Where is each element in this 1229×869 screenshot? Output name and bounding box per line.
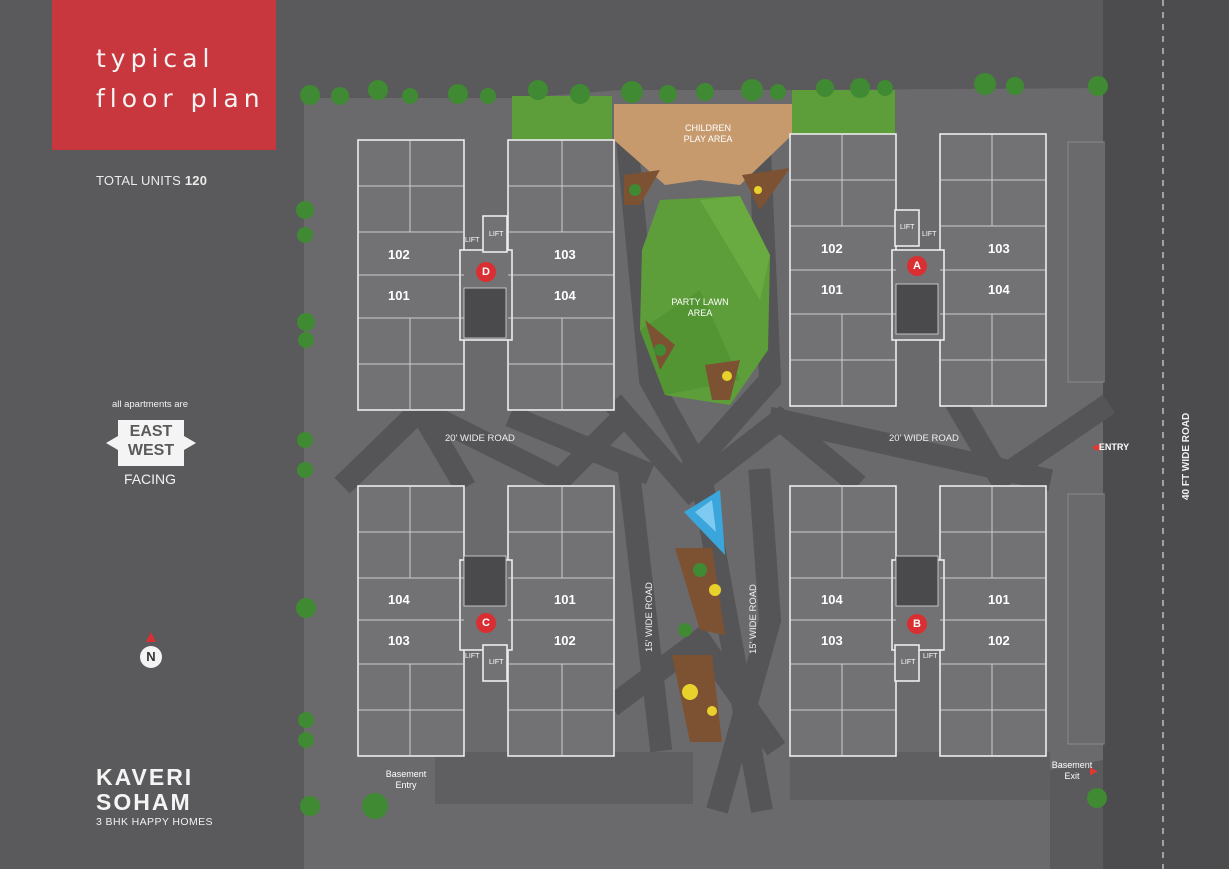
road-20ft-right-label: 20' WIDE ROAD xyxy=(889,433,959,444)
room-partitions xyxy=(358,134,1046,756)
unit-number: 102 xyxy=(554,633,576,648)
total-units: TOTAL UNITS 120 xyxy=(96,173,207,188)
lift-label: LIFT xyxy=(901,659,916,666)
unit-number: 104 xyxy=(554,288,576,303)
brand-tagline: 3 BHK HAPPY HOMES xyxy=(96,816,213,828)
east-west-badge: EAST WEST xyxy=(104,420,198,466)
top-lawn-left xyxy=(512,96,612,140)
total-units-value: 120 xyxy=(184,173,208,188)
title-line-2: floor plan xyxy=(96,84,265,113)
unit-number: 101 xyxy=(988,592,1010,607)
lift-label: LIFT xyxy=(900,224,915,231)
north-compass: N xyxy=(138,632,164,672)
garden-patches xyxy=(624,168,790,742)
road-15ft-left-label: 15' WIDE ROAD xyxy=(644,582,655,652)
road-20ft-left-label: 20' WIDE ROAD xyxy=(445,433,515,444)
title-line-1: typical xyxy=(96,44,215,73)
unit-number: 103 xyxy=(388,633,410,648)
north-label: N xyxy=(146,649,156,664)
staircases xyxy=(463,283,939,607)
tower-badge-b: B xyxy=(907,614,927,634)
unit-number: 103 xyxy=(821,633,843,648)
brand-name-line-2: SOHAM xyxy=(96,789,192,815)
lift-label: LIFT xyxy=(489,231,504,238)
total-units-label: TOTAL UNITS xyxy=(96,173,182,188)
road-15ft-right-label: 15' WIDE ROAD xyxy=(748,584,759,654)
entry-arrow-icon: ◀ xyxy=(1092,442,1099,452)
tower-badge-d: D xyxy=(476,262,496,282)
lift-label: LIFT xyxy=(922,231,937,238)
parking-bays xyxy=(1067,141,1105,745)
tower-badge-a: A xyxy=(907,256,927,276)
unit-number: 103 xyxy=(554,247,576,262)
unit-number: 101 xyxy=(388,288,410,303)
lift-label: LIFT xyxy=(489,659,504,666)
entry-marker: ◀ENTRY xyxy=(1092,442,1129,453)
facing-label: FACING xyxy=(123,471,177,487)
tower-c-block xyxy=(357,485,615,757)
main-road xyxy=(1103,0,1229,869)
entry-label: ENTRY xyxy=(1098,442,1130,452)
unit-number: 102 xyxy=(988,633,1010,648)
party-lawn-area-label: PARTY LAWN AREA xyxy=(671,297,729,318)
children-play-area-label: CHILDREN PLAY AREA xyxy=(683,123,733,144)
unit-number: 104 xyxy=(988,282,1010,297)
title-box: typical floor plan xyxy=(52,0,276,150)
unit-number: 102 xyxy=(821,241,843,256)
unit-number: 101 xyxy=(821,282,843,297)
unit-number: 102 xyxy=(388,247,410,262)
trees xyxy=(296,73,1108,819)
basement-entry-label: Basement Entry xyxy=(385,769,427,790)
lift-label: LIFT xyxy=(923,653,938,660)
west-label: WEST xyxy=(127,442,175,459)
unit-number: 101 xyxy=(554,592,576,607)
lift-label: LIFT xyxy=(465,653,480,660)
play-area xyxy=(614,104,792,185)
unit-number: 104 xyxy=(388,592,410,607)
lift-label: LIFT xyxy=(465,237,480,244)
swimming-pool xyxy=(684,490,725,555)
north-arrow-icon xyxy=(140,632,162,668)
basement-exit-label: Basement Exit xyxy=(1051,760,1093,781)
east-west-arrow-icon xyxy=(106,420,196,466)
unit-number: 103 xyxy=(988,241,1010,256)
east-label: EAST xyxy=(129,423,173,440)
internal-roads xyxy=(334,138,1116,814)
orientation-caption: all apartments are xyxy=(111,399,189,410)
main-road-label: 40 FT WIDE ROAD xyxy=(1181,412,1192,500)
exit-arrow-icon: ▶ xyxy=(1090,766,1098,777)
brand-name-line-1: KAVERI xyxy=(96,764,194,790)
top-lawn-right xyxy=(792,90,895,135)
unit-number: 104 xyxy=(821,592,843,607)
tower-badge-c: C xyxy=(476,613,496,633)
